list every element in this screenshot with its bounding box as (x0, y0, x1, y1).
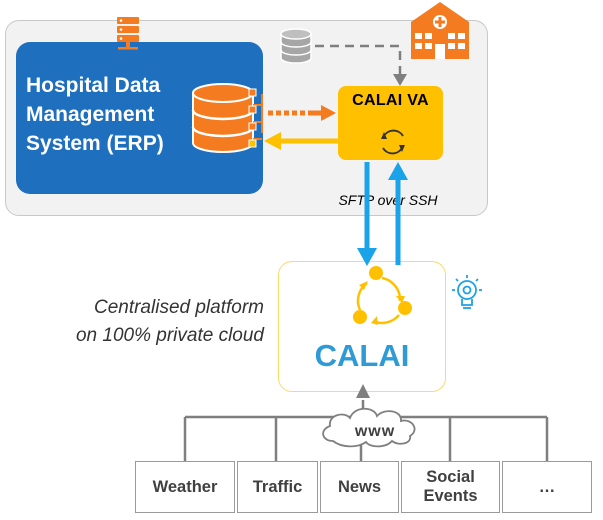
calai-va-box (338, 86, 443, 160)
sftp-down-arrow (357, 162, 377, 266)
up-arrow (356, 384, 370, 398)
server-icon (117, 17, 139, 50)
www-label: www (354, 423, 396, 440)
database-icon (191, 83, 263, 153)
source-box-news: News (320, 461, 399, 513)
calai-va-label: CALAI VA (352, 92, 429, 109)
sftp-up-arrow (388, 162, 408, 265)
platform-caption-line-1: Centralised platform (93, 297, 264, 318)
source-box-more: … (502, 461, 592, 513)
process-cycle-icon (353, 266, 412, 325)
sync-icon (381, 129, 405, 155)
cloud-icon (322, 407, 416, 448)
lightbulb-icon (452, 275, 482, 309)
hospital-data-management-label: Hospital Data Management System (ERP) (26, 74, 164, 155)
sftp-label: SFTP over SSH (338, 192, 438, 208)
database-icon (280, 28, 312, 64)
source-box-traffic: Traffic (237, 461, 318, 513)
platform-caption: Centralised platform on 100% private clo… (2, 294, 264, 350)
platform-caption-line-2: on 100% private cloud (75, 325, 264, 346)
calai-platform-box (278, 261, 446, 392)
source-box-social-events: Social Events (401, 461, 500, 513)
calai-platform-label: CALAI (314, 338, 410, 373)
hospital-icon (411, 2, 469, 59)
erp-to-va-arrow (268, 105, 336, 121)
hospital-to-va-arrow (315, 44, 407, 86)
source-box-weather: Weather (135, 461, 235, 513)
va-to-erp-arrow (264, 132, 338, 150)
